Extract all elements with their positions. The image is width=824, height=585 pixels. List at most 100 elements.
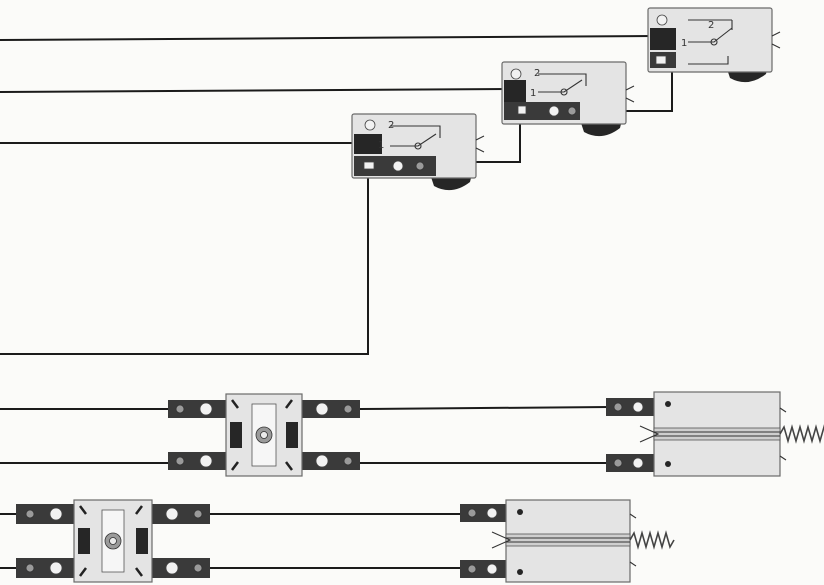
connector-lower-strip-tr xyxy=(152,504,210,524)
connector-upper-hole-2 xyxy=(199,454,213,468)
solenoid-upper-screw-2 xyxy=(613,458,623,468)
connector-upper-switch-knob-center xyxy=(260,431,268,439)
solenoid-lower-screw-2 xyxy=(467,564,477,574)
switch-top-contact xyxy=(710,38,718,46)
solenoid-lower-screw-1 xyxy=(467,508,477,518)
connector-lower-screw-4 xyxy=(193,563,203,573)
solenoid-lower-rail xyxy=(505,533,631,547)
connector-upper-screw-3 xyxy=(343,404,353,414)
switch-middle-hole xyxy=(510,68,522,80)
connector-lower-screw-1 xyxy=(25,509,35,519)
switch-middle-label-a: 2 xyxy=(534,68,540,79)
connector-lower-strip-bl xyxy=(16,558,74,578)
connector-lower-hole-1 xyxy=(49,507,63,521)
switch-top-slot xyxy=(655,55,667,65)
connector-upper-strip-tl xyxy=(168,400,226,418)
connector-upper-strip-tr xyxy=(302,400,360,418)
connector-lower-post-left xyxy=(78,528,90,554)
switch-bottom-label-b: 1 xyxy=(378,140,384,151)
solenoid-lower-strip-top xyxy=(460,504,508,522)
connector-lower-hole-2 xyxy=(49,561,63,575)
connector-lower-switch-knob-center xyxy=(109,537,117,545)
wire-2 xyxy=(0,88,513,93)
solenoid-lower-hole-2 xyxy=(486,563,498,575)
connector-lower-strip-tl xyxy=(16,504,74,524)
solenoid-upper-clip xyxy=(639,425,660,443)
switch-middle-slot-1 xyxy=(517,105,527,115)
connector-upper-hole-4 xyxy=(315,454,329,468)
switch-middle-contact xyxy=(560,88,568,96)
wire-4 xyxy=(0,166,369,355)
switch-top: 2 1 xyxy=(647,7,781,83)
switch-bottom-contact xyxy=(414,142,422,150)
switch-middle-terminal-dark xyxy=(504,80,526,102)
connector-upper-screw-1 xyxy=(175,404,185,414)
solenoid-upper-hole-1 xyxy=(632,401,644,413)
switch-bottom-slot-2 xyxy=(392,160,404,172)
solenoid-lower-hole-1 xyxy=(486,507,498,519)
connector-upper-strip-bl xyxy=(168,452,226,470)
connector-lower-post-right xyxy=(136,528,148,554)
switch-middle-clip xyxy=(625,85,635,103)
solenoid-upper-rail-lines xyxy=(654,431,780,437)
switch-top-body xyxy=(647,7,773,73)
switch-bottom-clip xyxy=(475,135,485,153)
connector-upper-post-right xyxy=(286,422,298,448)
switch-bottom-screw xyxy=(415,161,425,171)
switch-bottom-terminal-dark xyxy=(354,134,382,154)
switch-middle-slot-2 xyxy=(548,105,560,117)
switch-top-schematic xyxy=(688,19,733,65)
connector-lower-strip-br xyxy=(152,558,210,578)
solenoid-lower-strip-bottom xyxy=(460,560,508,578)
connector-lower-screw-2 xyxy=(25,563,35,573)
switch-top-clip xyxy=(771,31,781,49)
connector-lower-tick-1 xyxy=(79,505,143,577)
switch-bottom-label-a: 2 xyxy=(388,120,394,131)
solenoid-lower-rivet-top xyxy=(517,509,523,515)
solenoid-upper-strip-bottom xyxy=(606,454,656,472)
switch-middle-screw xyxy=(567,106,577,116)
switch-middle-label-b: 1 xyxy=(530,88,536,99)
switch-bottom: 2 1 xyxy=(351,113,485,191)
solenoid-lower-rivet-bottom xyxy=(517,569,523,575)
solenoid-upper xyxy=(606,391,824,477)
connector-upper-hole-1 xyxy=(199,402,213,416)
solenoid-upper-rivet-top xyxy=(665,401,671,407)
switch-bottom-hole xyxy=(364,119,376,131)
solenoid-lower-clip xyxy=(491,531,512,549)
wire-1 xyxy=(0,35,656,41)
switch-top-terminal-dark xyxy=(650,28,676,50)
switch-top-label-a: 2 xyxy=(708,20,714,31)
connector-upper-tick-1 xyxy=(231,399,293,471)
solenoid-upper-hole-2 xyxy=(632,457,644,469)
connector-block-upper xyxy=(168,393,360,477)
connector-lower-hole-3 xyxy=(165,507,179,521)
solenoid-lower-spring xyxy=(629,530,675,550)
connector-upper-strip-br xyxy=(302,452,360,470)
switch-middle-schematic xyxy=(538,73,587,93)
solenoid-lower-tab xyxy=(629,513,637,567)
connector-upper-screw-4 xyxy=(343,456,353,466)
solenoid-upper-spring xyxy=(779,424,824,444)
solenoid-upper-screw-1 xyxy=(613,402,623,412)
switch-top-label-b: 1 xyxy=(681,38,687,49)
switch-middle: 2 1 xyxy=(501,61,635,137)
switch-bottom-slot-1 xyxy=(363,161,375,170)
solenoid-upper-rail xyxy=(653,427,781,441)
connector-block-lower xyxy=(16,499,210,583)
connector-upper-screw-2 xyxy=(175,456,185,466)
switch-bottom-schematic xyxy=(390,125,441,147)
connector-lower-screw-3 xyxy=(193,509,203,519)
switch-top-hole xyxy=(656,14,668,26)
solenoid-lower xyxy=(460,499,675,583)
solenoid-upper-tab xyxy=(779,407,787,461)
connector-upper-hole-3 xyxy=(315,402,329,416)
solenoid-upper-rivet-bottom xyxy=(665,461,671,467)
connector-lower-hole-4 xyxy=(165,561,179,575)
solenoid-lower-rail-lines xyxy=(506,537,630,543)
solenoid-upper-strip-top xyxy=(606,398,656,416)
wire-8 xyxy=(359,406,611,410)
connector-upper-post-left xyxy=(230,422,242,448)
